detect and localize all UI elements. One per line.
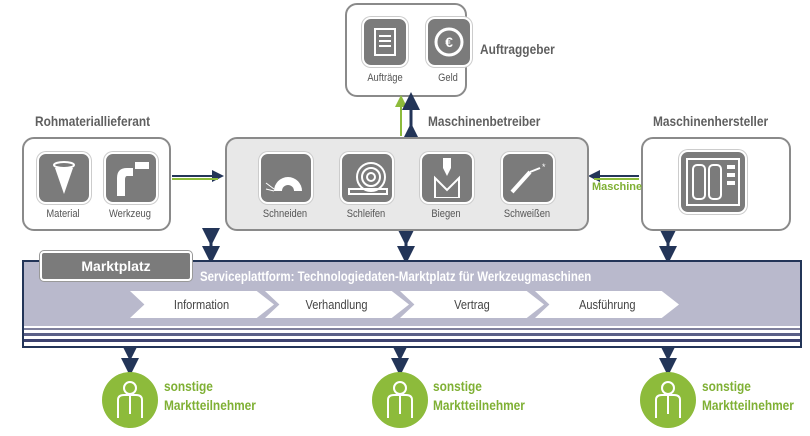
marktplatz-tab: Marktplatz [40, 251, 192, 281]
machine-icon [679, 150, 747, 214]
person-icon [372, 372, 428, 428]
geld-label: Geld [438, 72, 458, 84]
step-label: Ausführung [578, 297, 636, 312]
svg-text:*: * [542, 162, 546, 172]
step-ausfuehrung: Ausführung [535, 291, 679, 318]
participant-line1: sonstige [433, 378, 482, 394]
participant-line2: Marktteilnehmer [702, 397, 794, 413]
welding-torch-icon: * [501, 152, 555, 204]
maschine-arrow-label: Maschine [592, 181, 643, 193]
svg-text:€: € [445, 34, 453, 50]
press-brake-icon [420, 152, 474, 204]
werkzeug-label: Werkzeug [109, 208, 151, 220]
participant-line1: sonstige [702, 378, 751, 394]
hersteller-title: Maschinenhersteller [653, 113, 769, 129]
material-label: Material [46, 208, 80, 220]
betreiber-title: Maschinenbetreiber [428, 113, 541, 129]
person-icon [640, 372, 696, 428]
auftraggeber-title: Auftraggeber [480, 41, 555, 57]
participant-line2: Marktteilnehmer [433, 397, 525, 413]
step-verhandlung: Verhandlung [265, 291, 409, 318]
step-label: Verhandlung [305, 297, 369, 312]
cone-icon [37, 152, 91, 204]
auftraege-label: Aufträge [367, 72, 403, 84]
step-label: Information [174, 297, 230, 312]
step-information: Information [130, 291, 274, 318]
schweissen-label: Schweißen [503, 208, 551, 220]
document-icon [362, 17, 408, 67]
grinding-wheel-icon [340, 152, 394, 204]
platform-stripes [24, 326, 800, 346]
euro-coin-icon: € [426, 17, 472, 67]
participant-line2: Marktteilnehmer [164, 397, 256, 413]
schleifen-label: Schleifen [346, 208, 386, 220]
schneiden-label: Schneiden [262, 208, 308, 220]
person-icon [102, 372, 158, 428]
biegen-label: Biegen [431, 208, 461, 220]
saw-icon [259, 152, 313, 204]
participant-line1: sonstige [164, 378, 213, 394]
platform-title: Serviceplattform: Technologiedaten-Markt… [200, 268, 592, 284]
step-vertrag: Vertrag [400, 291, 544, 318]
step-label: Vertrag [454, 297, 490, 312]
pipe-icon [104, 152, 158, 204]
lieferant-title: Rohmateriallieferant [35, 113, 151, 129]
